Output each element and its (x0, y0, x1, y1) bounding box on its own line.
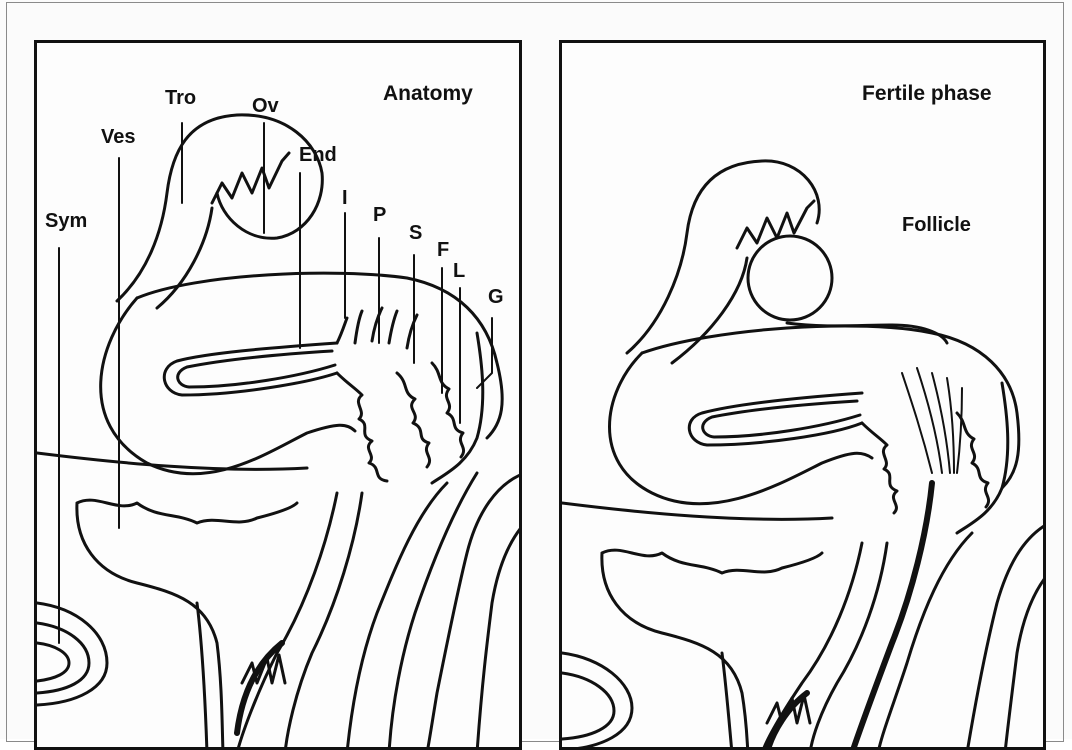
cervix-crypts-3 (432, 363, 464, 457)
anatomy-diagram (37, 43, 522, 750)
peritoneum-line (37, 453, 307, 469)
bladder (77, 500, 297, 750)
vagina-wall-2 (285, 493, 362, 750)
vagina-wall-1 (237, 493, 337, 750)
cervix-canal-1 (337, 308, 417, 348)
symphysis-ring-2 (562, 673, 614, 739)
cervix-crypts-2 (397, 373, 430, 467)
bowel-loops (967, 523, 1046, 750)
vagina-wall-2 (810, 543, 887, 750)
label-end: End (299, 145, 337, 165)
symphysis-ring-1 (562, 653, 632, 750)
fertile-phase-title: Fertile phase (862, 83, 992, 104)
bladder (602, 550, 822, 750)
label-sym: Sym (45, 211, 87, 231)
label-ves: Ves (101, 127, 135, 147)
anatomy-title: Anatomy (383, 83, 473, 104)
perineum-curve (767, 693, 807, 750)
label-i: I (342, 188, 348, 208)
mucus-strands (902, 368, 962, 473)
tube-lower (672, 258, 747, 363)
symphysis-ring-2 (37, 623, 89, 693)
label-g: G (488, 287, 504, 307)
bowel-loops (427, 473, 522, 750)
ovary-fimbriae (212, 153, 289, 203)
peritoneum-line (562, 503, 832, 519)
label-ov: Ov (252, 96, 279, 116)
cervix-outer (957, 383, 1008, 533)
follicle (748, 236, 832, 320)
symphysis-ring-3 (37, 643, 69, 681)
uterus-outline (610, 353, 873, 504)
anatomy-panel: Anatomy Tro Ov Ves End Sym I P S F L G (34, 40, 522, 750)
symphysis-ring-1 (37, 603, 107, 705)
label-p: P (373, 205, 386, 225)
ovary-fimbriae (737, 201, 814, 248)
rectum-wall (347, 483, 447, 750)
cervix-outer (432, 333, 483, 483)
urethra (197, 603, 207, 750)
label-tro: Tro (165, 88, 196, 108)
tube-to-uterus (787, 323, 947, 343)
tube-lower (157, 208, 212, 308)
fertile-phase-panel: Fertile phase Follicle (559, 40, 1046, 750)
label-follicle: Follicle (902, 215, 971, 235)
cervix-crypts (862, 423, 897, 513)
vagina-wall-1 (762, 543, 862, 750)
fertile-phase-diagram (562, 43, 1046, 750)
label-f: F (437, 240, 449, 260)
label-l: L (453, 261, 465, 281)
label-s: S (409, 223, 422, 243)
